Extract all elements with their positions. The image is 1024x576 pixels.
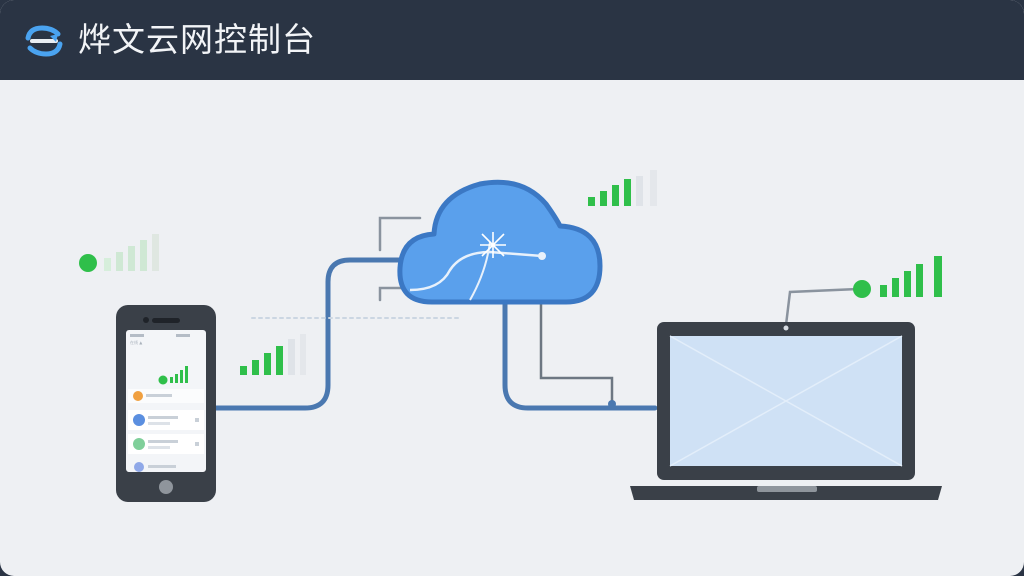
list-item[interactable] [128,389,204,403]
list-item[interactable] [128,410,204,430]
left-status-dot [79,254,97,272]
cloud-node-icon [397,179,603,305]
list-item[interactable] [128,434,204,454]
upper-thin-link [378,216,422,252]
laptop-signal-indicator [853,256,942,298]
smartphone-device[interactable]: 在线 ▲ [116,305,216,502]
connection-lines [212,216,860,411]
list-item[interactable] [134,462,176,472]
phone-status-text: 在线 ▲ [130,339,143,345]
phone-speaker [152,318,180,323]
cloud-signal-indicator [588,170,657,206]
phone-list [128,389,204,472]
phone-signal-icon [158,366,188,385]
network-topology-canvas: 在线 ▲ [0,80,1024,576]
laptop-status-dot [853,280,871,298]
laptop-antenna-link [784,287,860,327]
cloud-to-laptop-thin-link [539,298,614,406]
laptop-webcam [783,325,789,331]
phone-home-button[interactable] [159,480,173,494]
link-junction-dot [608,400,616,408]
cloud-to-laptop-link [502,297,658,411]
page-title: 烨文云网控制台 [78,20,316,59]
phone-camera [143,317,149,323]
laptop-base [630,486,942,500]
phone-link-signal-indicator [240,334,306,375]
phone-to-cloud-link [212,257,413,411]
topology-diagram: 在线 ▲ [79,170,942,502]
laptop-device[interactable] [630,322,942,500]
left-signal-indicator [79,234,159,272]
cloud-sync-logo-icon [25,25,63,57]
header-bar: 烨文云网控制台 [0,0,1024,80]
